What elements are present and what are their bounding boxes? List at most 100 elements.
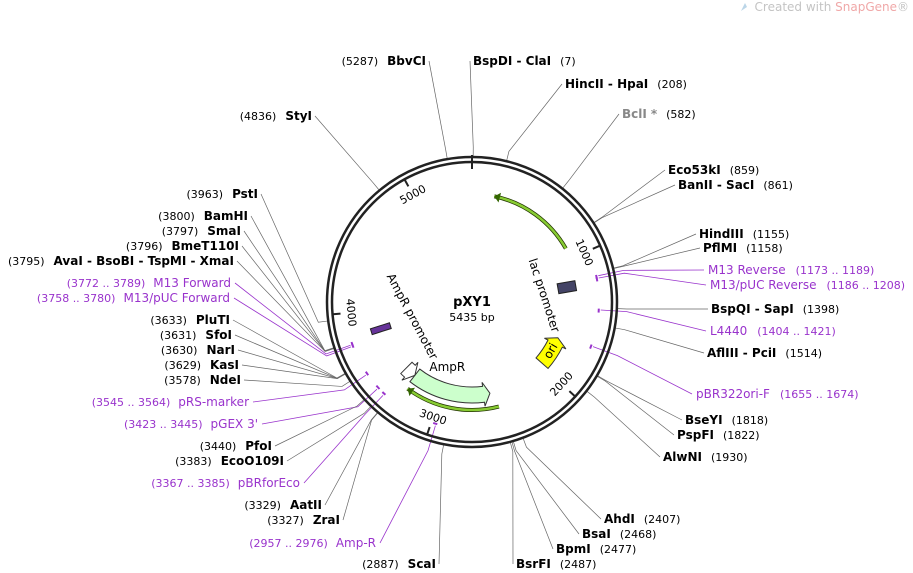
tick-mark xyxy=(331,312,341,316)
site-name: NarI xyxy=(206,343,235,357)
site-coord: (3629) xyxy=(164,359,201,372)
site-label-eco53ki: Eco53kI(859) xyxy=(668,163,759,177)
site-name: SmaI xyxy=(207,224,241,238)
primer-leader-line xyxy=(598,272,707,286)
primer-leader-line xyxy=(379,425,436,544)
ampr-promoter-feature xyxy=(400,361,419,381)
site-coord: (3633) xyxy=(150,314,187,327)
tick-label: 1000 xyxy=(573,237,596,268)
tick-label: 4000 xyxy=(343,298,358,327)
tick-mark xyxy=(568,390,577,398)
site-leader-line xyxy=(597,376,675,436)
site-label-sfoi: (3631)SfoI xyxy=(160,328,232,342)
primer-coord: (3367 .. 3385) xyxy=(151,477,230,490)
primer-name: M13 Forward xyxy=(153,276,231,290)
site-label-alwni: AlwNI(1930) xyxy=(663,450,748,464)
site-leader-line xyxy=(513,441,580,535)
site-coord: (3329) xyxy=(244,499,281,512)
site-name: ScaI xyxy=(408,557,436,571)
site-coord: (3383) xyxy=(175,455,212,468)
site-coord: (3327) xyxy=(267,514,304,527)
site-coord: (3797) xyxy=(162,225,199,238)
site-leader-line xyxy=(250,215,334,352)
ori-feature xyxy=(535,337,567,370)
site-leader-line xyxy=(506,83,563,161)
site-coord: (1822) xyxy=(723,429,760,442)
site-star: * xyxy=(651,107,658,121)
primer-label: M13 Reverse(1173 .. 1189) xyxy=(708,263,874,277)
tick-mark xyxy=(425,426,431,436)
site-leader-line xyxy=(594,184,676,223)
site-coord: (1398) xyxy=(803,303,840,316)
site-coord: (3963) xyxy=(186,188,223,201)
primer-coord: (1186 .. 1208) xyxy=(827,279,906,292)
primer-name: M13/pUC Reverse xyxy=(710,278,817,292)
direction-arc-outline xyxy=(493,194,568,250)
direction-arcs xyxy=(406,192,568,412)
primer-arrow xyxy=(589,344,593,349)
site-name: AflIII - PciI xyxy=(707,346,776,360)
primer-leader-line xyxy=(261,388,378,425)
site-leader-line xyxy=(324,412,378,506)
site-label-bsrfi: BsrFI(2487) xyxy=(516,557,596,571)
site-name: BpmI xyxy=(556,542,591,556)
site-label-ndei: (3578)NdeI xyxy=(164,373,241,387)
primer-label: (2957 .. 2976)Amp-R xyxy=(249,536,376,550)
site-label-bspqi-sapi: BspQI - SapI (1398) xyxy=(711,302,839,316)
site-name: PstI xyxy=(232,187,258,201)
site-name: EcoO109I xyxy=(221,454,284,468)
site-label-bpmi: BpmI(2477) xyxy=(556,542,636,556)
site-label-bbvci: (5287)BbvCI xyxy=(342,54,426,68)
site-name: BseYI xyxy=(685,413,723,427)
backbone xyxy=(325,155,619,449)
snapgene-logo-icon xyxy=(740,3,747,11)
site-coord: (3630) xyxy=(161,344,198,357)
site-coord: (208) xyxy=(657,78,687,91)
site-leader-line xyxy=(597,375,683,421)
plasmid-name: pXY1 xyxy=(453,295,491,310)
site-leader-line xyxy=(510,442,514,565)
tick-mark xyxy=(592,244,602,250)
site-coord: (1158) xyxy=(746,242,783,255)
site-name: BanII - SacI xyxy=(678,178,754,192)
site-label-nari: (3630) NarI xyxy=(161,343,235,357)
site-coord: (3800) xyxy=(158,210,195,223)
primer-coord: (3423 .. 3445) xyxy=(124,418,203,431)
site-name: SfoI xyxy=(205,328,232,342)
site-coord: (2407) xyxy=(644,513,681,526)
lac-promoter-feature xyxy=(556,280,578,295)
site-label-pspfi: PspFI(1822) xyxy=(677,428,760,442)
primer-name: pBR322ori-F xyxy=(696,387,770,401)
watermark-prefix: Created with xyxy=(754,0,836,14)
site-coord: (2487) xyxy=(560,558,597,571)
site-name: Eco53kI xyxy=(668,163,721,177)
site-name: BmeT110I xyxy=(172,239,240,253)
site-leader-line xyxy=(615,327,705,354)
site-leader-line xyxy=(342,413,378,521)
site-coord: (3796) xyxy=(126,240,163,253)
primer-arrow xyxy=(350,341,354,347)
site-name: BamHI xyxy=(204,209,248,223)
site-leader-line xyxy=(587,391,661,458)
primer-name: Amp-R xyxy=(336,536,376,550)
site-label-pluti: (3633)PluTI xyxy=(150,313,230,327)
site-name: BspQI - SapI xyxy=(711,302,794,316)
ampr-label: AmpR xyxy=(429,360,465,374)
site-leader-line xyxy=(236,260,334,352)
site-leader-line xyxy=(438,445,444,565)
site-label-bseyi: BseYI(1818) xyxy=(685,413,768,427)
site-label-ahdi: AhdI(2407) xyxy=(604,512,680,526)
primer-leader-line xyxy=(252,374,366,403)
site-coord: (5287) xyxy=(342,55,379,68)
site-leader-line xyxy=(260,193,328,323)
site-name: BclI xyxy=(622,107,647,121)
site-label-aatii: (3329)AatII xyxy=(244,498,322,512)
primer-name: pGEX 3' xyxy=(211,417,258,431)
primer-arrow xyxy=(381,391,387,396)
primer-coord: (1173 .. 1189) xyxy=(796,264,875,277)
primer-label: pBR322ori-F(1655 .. 1674) xyxy=(696,387,859,401)
site-label-hindiii: HindIII(1155) xyxy=(699,227,789,241)
site-name: HindIII xyxy=(699,227,744,241)
direction-arc xyxy=(406,387,500,412)
